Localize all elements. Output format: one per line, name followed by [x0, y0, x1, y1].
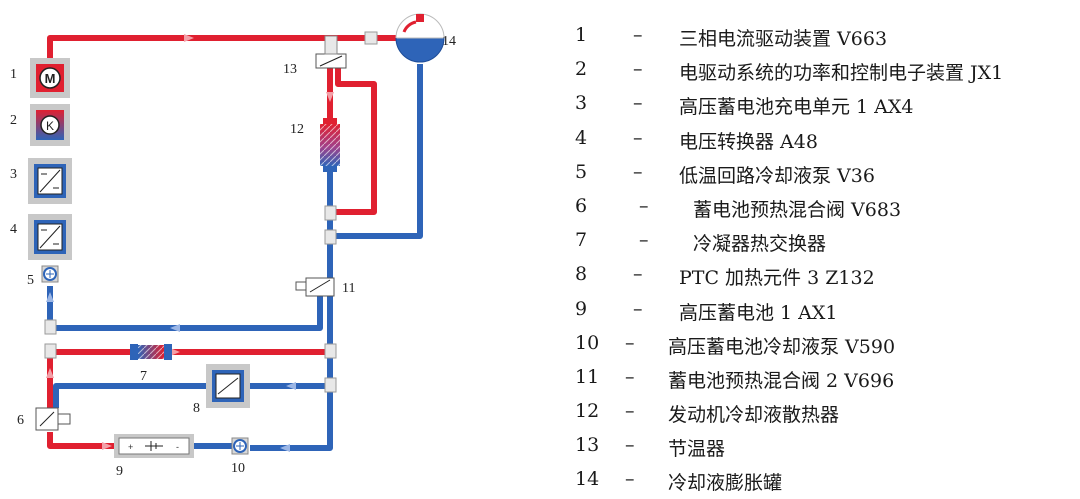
battery-pump-component — [231, 437, 249, 455]
legend-row: 3 – 高压蓄电池充电单元 1 AX4 — [575, 88, 1075, 122]
legend-row: 6 – 蓄电池预热混合阀 V683 — [575, 191, 1075, 225]
legend-row: 9 – 高压蓄电池 1 AX1 — [575, 294, 1075, 328]
legend-dash: – — [633, 58, 643, 81]
mixing-valve-2-component — [295, 277, 335, 297]
legend-dash: – — [639, 229, 649, 252]
legend-row: 14 – 冷却液膨胀罐 — [575, 464, 1075, 498]
ptc-heater-component — [206, 364, 250, 408]
svg-text:-: - — [176, 442, 179, 452]
charger-component — [28, 158, 72, 204]
legend-row: 10 – 高压蓄电池冷却液泵 V590 — [575, 328, 1075, 362]
legend-row: 13 – 节温器 — [575, 430, 1075, 464]
legend-dash: – — [633, 297, 643, 320]
label-10: 10 — [231, 461, 245, 476]
label-4: 4 — [10, 222, 17, 237]
legend-dash: – — [633, 92, 643, 115]
legend-text: 低温回路冷却液泵 V36 — [679, 164, 875, 187]
legend-dash: – — [625, 331, 635, 354]
legend-dash: – — [633, 263, 643, 286]
legend-text: 三相电流驱动装置 V663 — [679, 28, 888, 50]
legend-dash: – — [633, 24, 643, 46]
legend-row: 4 – 电压转换器 A48 — [575, 123, 1075, 157]
legend-number: 10 — [575, 331, 600, 354]
legend-text: 冷凝器热交换器 — [693, 233, 827, 256]
legend-number: 5 — [575, 160, 588, 183]
label-6: 6 — [17, 413, 24, 428]
coolant-circuit-diagram: M K — [10, 13, 456, 479]
legend-text: 高压蓄电池充电单元 1 AX4 — [679, 96, 914, 119]
label-9: 9 — [116, 464, 123, 479]
legend-row: 11 – 蓄电池预热混合阀 2 V696 — [575, 362, 1075, 396]
label-13: 13 — [283, 62, 297, 77]
legend-number: 6 — [575, 194, 588, 217]
legend-text: 发动机冷却液散热器 — [668, 404, 840, 427]
label-1: 1 — [10, 67, 17, 82]
drive-control-component: K — [30, 104, 70, 146]
legend-text: 电压转换器 A48 — [679, 130, 818, 153]
legend-dash: – — [625, 400, 635, 423]
label-12: 12 — [290, 122, 304, 137]
legend-text: 冷却液膨胀罐 — [668, 472, 783, 495]
legend-number: 14 — [575, 468, 600, 491]
label-2: 2 — [10, 113, 17, 128]
label-11: 11 — [342, 281, 355, 296]
label-14: 14 — [442, 34, 456, 49]
legend-text: 蓄电池预热混合阀 V683 — [693, 198, 902, 221]
cold-pipe-upper-return — [50, 290, 323, 331]
legend-row: 2 – 电驱动系统的功率和控制电子装置 JX1 — [575, 54, 1075, 88]
voltage-converter-component — [28, 214, 72, 260]
legend-text: 节温器 — [668, 438, 726, 461]
mixing-valve-1-component — [35, 407, 71, 431]
radiator-component — [320, 118, 340, 172]
legend-text: PTC 加热元件 3 Z132 — [679, 267, 875, 290]
legend-number: 2 — [575, 58, 588, 81]
legend-text: 高压蓄电池冷却液泵 V590 — [668, 335, 896, 358]
motor-symbol: M — [45, 71, 56, 86]
svg-text:+: + — [128, 442, 133, 452]
legend-dash: – — [625, 434, 635, 457]
legend-number: 4 — [575, 126, 588, 149]
legend-dash: – — [625, 468, 635, 491]
legend-row: 8 – PTC 加热元件 3 Z132 — [575, 259, 1075, 293]
hot-pipe-top — [47, 35, 412, 62]
control-symbol: K — [46, 119, 54, 133]
legend-number: 1 — [575, 24, 588, 46]
legend-text: 高压蓄电池 1 AX1 — [679, 301, 838, 324]
legend-row: 12 – 发动机冷却液散热器 — [575, 396, 1075, 430]
component-labels: 1 2 3 4 5 6 7 8 9 10 11 12 13 14 — [10, 34, 456, 479]
legend-dash: – — [639, 194, 649, 217]
legend-dash: – — [625, 365, 635, 388]
pipe-junctions — [44, 31, 378, 393]
legend-dash: – — [633, 126, 643, 149]
low-temp-pump-component — [41, 265, 59, 283]
legend-text: 电驱动系统的功率和控制电子装置 JX1 — [679, 62, 1004, 85]
hot-pipe-thermostat-bypass — [334, 62, 377, 215]
condenser-component — [130, 344, 172, 360]
motor-component: M — [30, 58, 70, 98]
legend-dash: – — [633, 160, 643, 183]
legend-number: 13 — [575, 434, 600, 457]
flow-arrows — [46, 34, 334, 452]
legend-row: 7 – 冷凝器热交换器 — [575, 225, 1075, 259]
legend-text: 蓄电池预热混合阀 2 V696 — [668, 369, 895, 392]
legend-number: 3 — [575, 92, 588, 115]
legend-row: 5 – 低温回路冷却液泵 V36 — [575, 157, 1075, 191]
label-8: 8 — [193, 401, 200, 416]
label-3: 3 — [10, 167, 17, 182]
label-5: 5 — [27, 273, 34, 288]
expansion-tank-component — [395, 13, 445, 63]
legend-number: 12 — [575, 400, 600, 423]
hv-battery-component: + - — [114, 434, 194, 458]
legend-number: 11 — [575, 365, 600, 388]
thermostat-component — [315, 35, 347, 69]
hot-pipe-bottom — [47, 432, 118, 449]
cold-pipe-right-main — [250, 170, 333, 451]
label-7: 7 — [140, 369, 147, 384]
legend-row: 1 – 三相电流驱动装置 V663 — [575, 20, 1075, 54]
legend-number: 9 — [575, 297, 588, 320]
legend-number: 8 — [575, 263, 588, 286]
cold-pipe-tank-return — [334, 64, 423, 239]
legend-number: 7 — [575, 229, 588, 252]
component-legend: 1 – 三相电流驱动装置 V663 2 – 电驱动系统的功率和控制电子装置 JX… — [575, 20, 1075, 499]
